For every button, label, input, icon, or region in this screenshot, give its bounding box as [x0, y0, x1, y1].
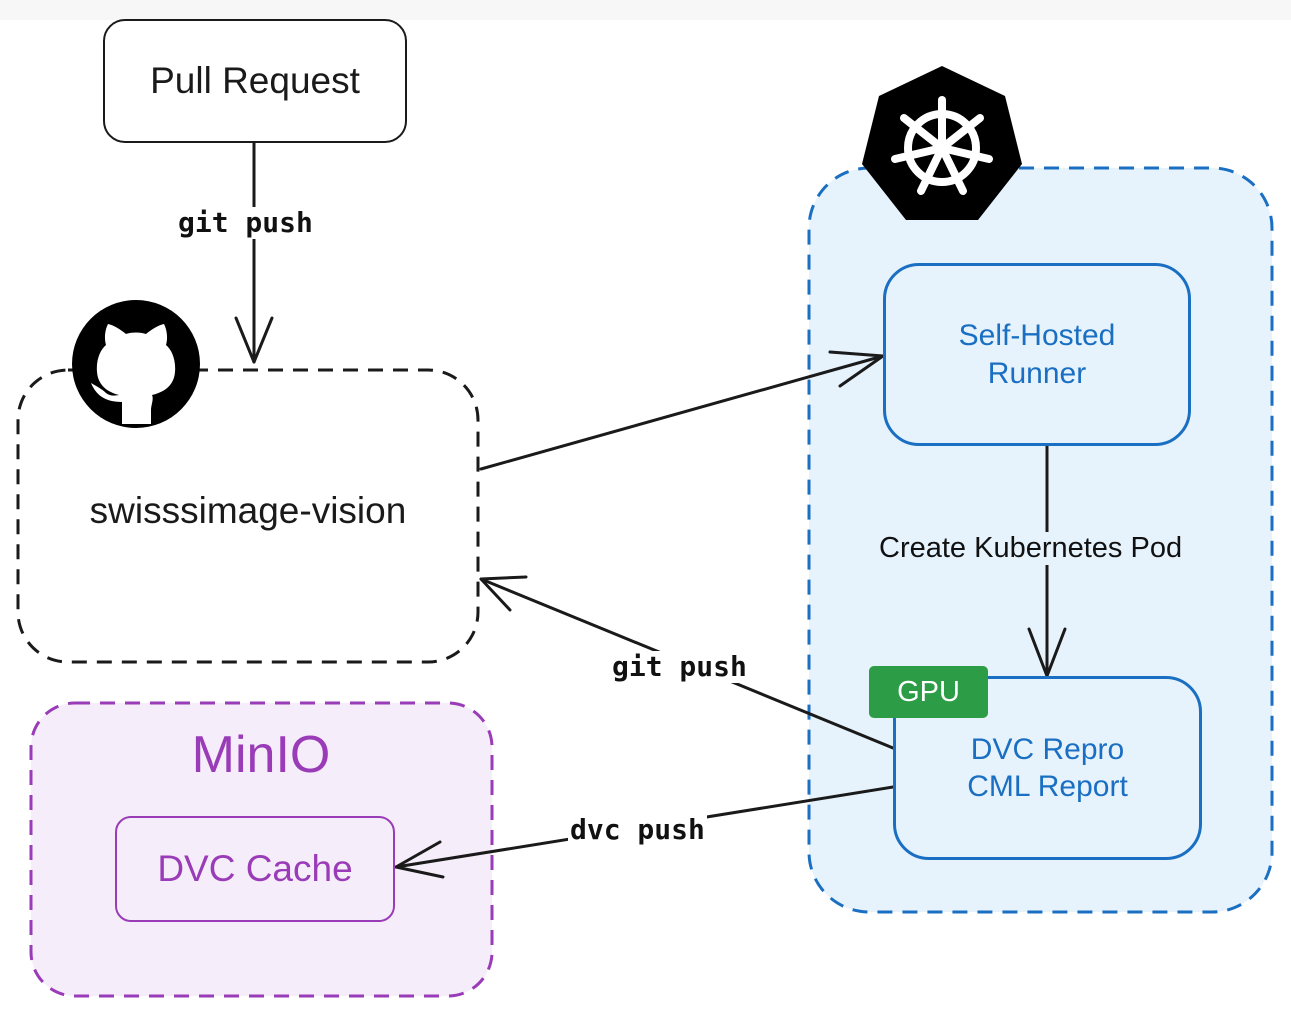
repo-group [16, 368, 480, 664]
pod-label-line1: DVC Repro [970, 732, 1125, 766]
edge-repo-to-runner [479, 354, 885, 471]
runner-label-line1: Self-Hosted [958, 319, 1116, 352]
edge-label-pr-git-push: git push [176, 206, 315, 239]
edge-label-create-pod: Create Kubernetes Pod [877, 532, 1185, 565]
dvc-cache-label: DVC Cache [157, 848, 353, 889]
top-band [0, 0, 1291, 20]
pull-request-label: Pull Request [150, 60, 360, 101]
edge-label-dvc-push: dvc push [568, 813, 707, 846]
arrowhead-pod-to-repo [479, 575, 528, 612]
gpu-badge-label: GPU [897, 675, 960, 708]
dvc-cache-node: DVC Cache [115, 816, 395, 922]
minio-title: MinIO [191, 726, 331, 784]
repo-label: swisssimage-vision [89, 490, 407, 531]
github-icon [72, 300, 200, 428]
arrowhead-pr-to-repo [234, 316, 274, 364]
self-hosted-runner-node: Self-Hosted Runner [883, 263, 1191, 446]
edge-label-pod-git-push: git push [610, 650, 749, 683]
pod-label-line2: CML Report [967, 770, 1128, 803]
dvc-pod-node: DVC Repro CML Report [893, 676, 1202, 860]
kubernetes-icon [862, 66, 1022, 220]
pull-request-node: Pull Request [103, 19, 407, 143]
arrowhead-pod-to-cache [394, 840, 445, 879]
runner-label-line2: Runner [987, 356, 1087, 390]
gpu-badge: GPU [869, 666, 988, 718]
